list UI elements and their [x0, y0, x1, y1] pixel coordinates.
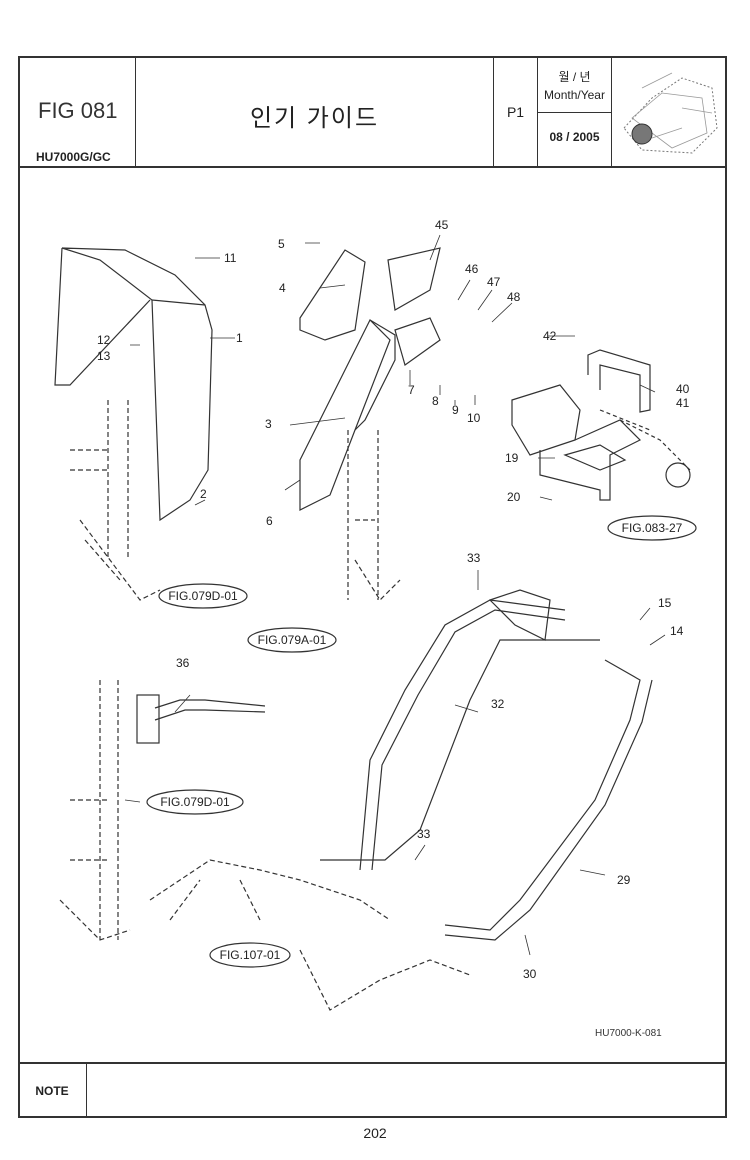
callout-30: 30 [523, 967, 537, 981]
guide-bracket-lower [299, 318, 391, 511]
fig-ref-oval-3 [607, 515, 697, 541]
callout-20: 20 [507, 490, 521, 504]
location-thumbnail [612, 58, 725, 166]
callout-19: 19 [505, 451, 519, 465]
model-code: HU7000G/GC [36, 150, 111, 164]
title-cell: 인기 가이드 [136, 58, 494, 166]
guard-plate [61, 247, 213, 522]
page-label: P1 [506, 104, 525, 120]
callout-3: 3 [265, 417, 272, 431]
header-box: FIG 081 HU7000G/GC 인기 가이드 P1 월 / 년 Month… [18, 56, 727, 168]
note-row: NOTE [18, 1062, 727, 1118]
page-cell: P1 [494, 58, 538, 166]
page-title: 인기 가이드 [249, 105, 380, 132]
date-divider [538, 112, 611, 113]
callout-1: 1 [236, 331, 243, 345]
mount-assembly [511, 384, 581, 456]
fig-ref-079d-lower: FIG.079D-01 [160, 795, 230, 809]
callout-42: 42 [543, 329, 557, 343]
callout-labels: 1 2 3 4 5 6 7 8 9 10 11 12 13 14 15 19 2… [97, 218, 690, 981]
callout-41: 41 [676, 396, 690, 410]
callout-15: 15 [658, 596, 672, 610]
callout-40: 40 [676, 382, 690, 396]
note-label: NOTE [18, 1064, 87, 1118]
guide-bracket-upper [299, 249, 366, 341]
fig-ref-oval-2 [247, 627, 337, 653]
callout-2: 2 [200, 487, 207, 501]
callout-13: 13 [97, 349, 111, 363]
callout-10: 10 [467, 411, 481, 425]
fig-ref-083: FIG.083-27 [622, 521, 683, 535]
callout-47: 47 [487, 275, 501, 289]
month-year-korean: 월 / 년 [558, 70, 591, 84]
date-cell: 월 / 년 Month/Year 08 / 2005 [538, 58, 612, 166]
hose-36 [154, 699, 266, 709]
month-year-label: Month/Year [544, 88, 605, 102]
callout-32: 32 [491, 697, 505, 711]
callout-12: 12 [97, 333, 111, 347]
callout-7: 7 [408, 383, 415, 397]
date-value: 08 / 2005 [549, 130, 600, 144]
page-frame [18, 56, 727, 1118]
callout-14: 14 [670, 624, 684, 638]
callout-9: 9 [452, 403, 459, 417]
callout-4: 4 [279, 281, 286, 295]
page-number: 202 [363, 1125, 387, 1141]
fig-cell: FIG 081 HU7000G/GC [20, 58, 136, 166]
fig-ref-079d-upper: FIG.079D-01 [168, 589, 238, 603]
callout-33-lower: 33 [417, 827, 431, 841]
fig-ref-107: FIG.107-01 [220, 948, 281, 962]
handle-32 [359, 599, 566, 871]
callout-5: 5 [278, 237, 285, 251]
drawing-code: HU7000-K-081 [595, 1028, 662, 1039]
figure-number: FIG 081 [38, 98, 118, 123]
callout-45: 45 [435, 218, 449, 232]
callout-11: 11 [224, 251, 237, 265]
handle-29 [444, 659, 641, 931]
callout-48: 48 [507, 290, 521, 304]
fig-ref-oval-1 [158, 583, 248, 609]
fig-ref-079a: FIG.079A-01 [258, 633, 327, 647]
callout-6: 6 [266, 514, 273, 528]
callout-33-upper: 33 [467, 551, 481, 565]
fig-ref-oval-4 [146, 789, 244, 815]
callout-29: 29 [617, 873, 631, 887]
callout-8: 8 [432, 394, 439, 408]
callout-46: 46 [465, 262, 479, 276]
fig-ref-oval-5 [209, 942, 291, 968]
callout-36: 36 [176, 656, 190, 670]
